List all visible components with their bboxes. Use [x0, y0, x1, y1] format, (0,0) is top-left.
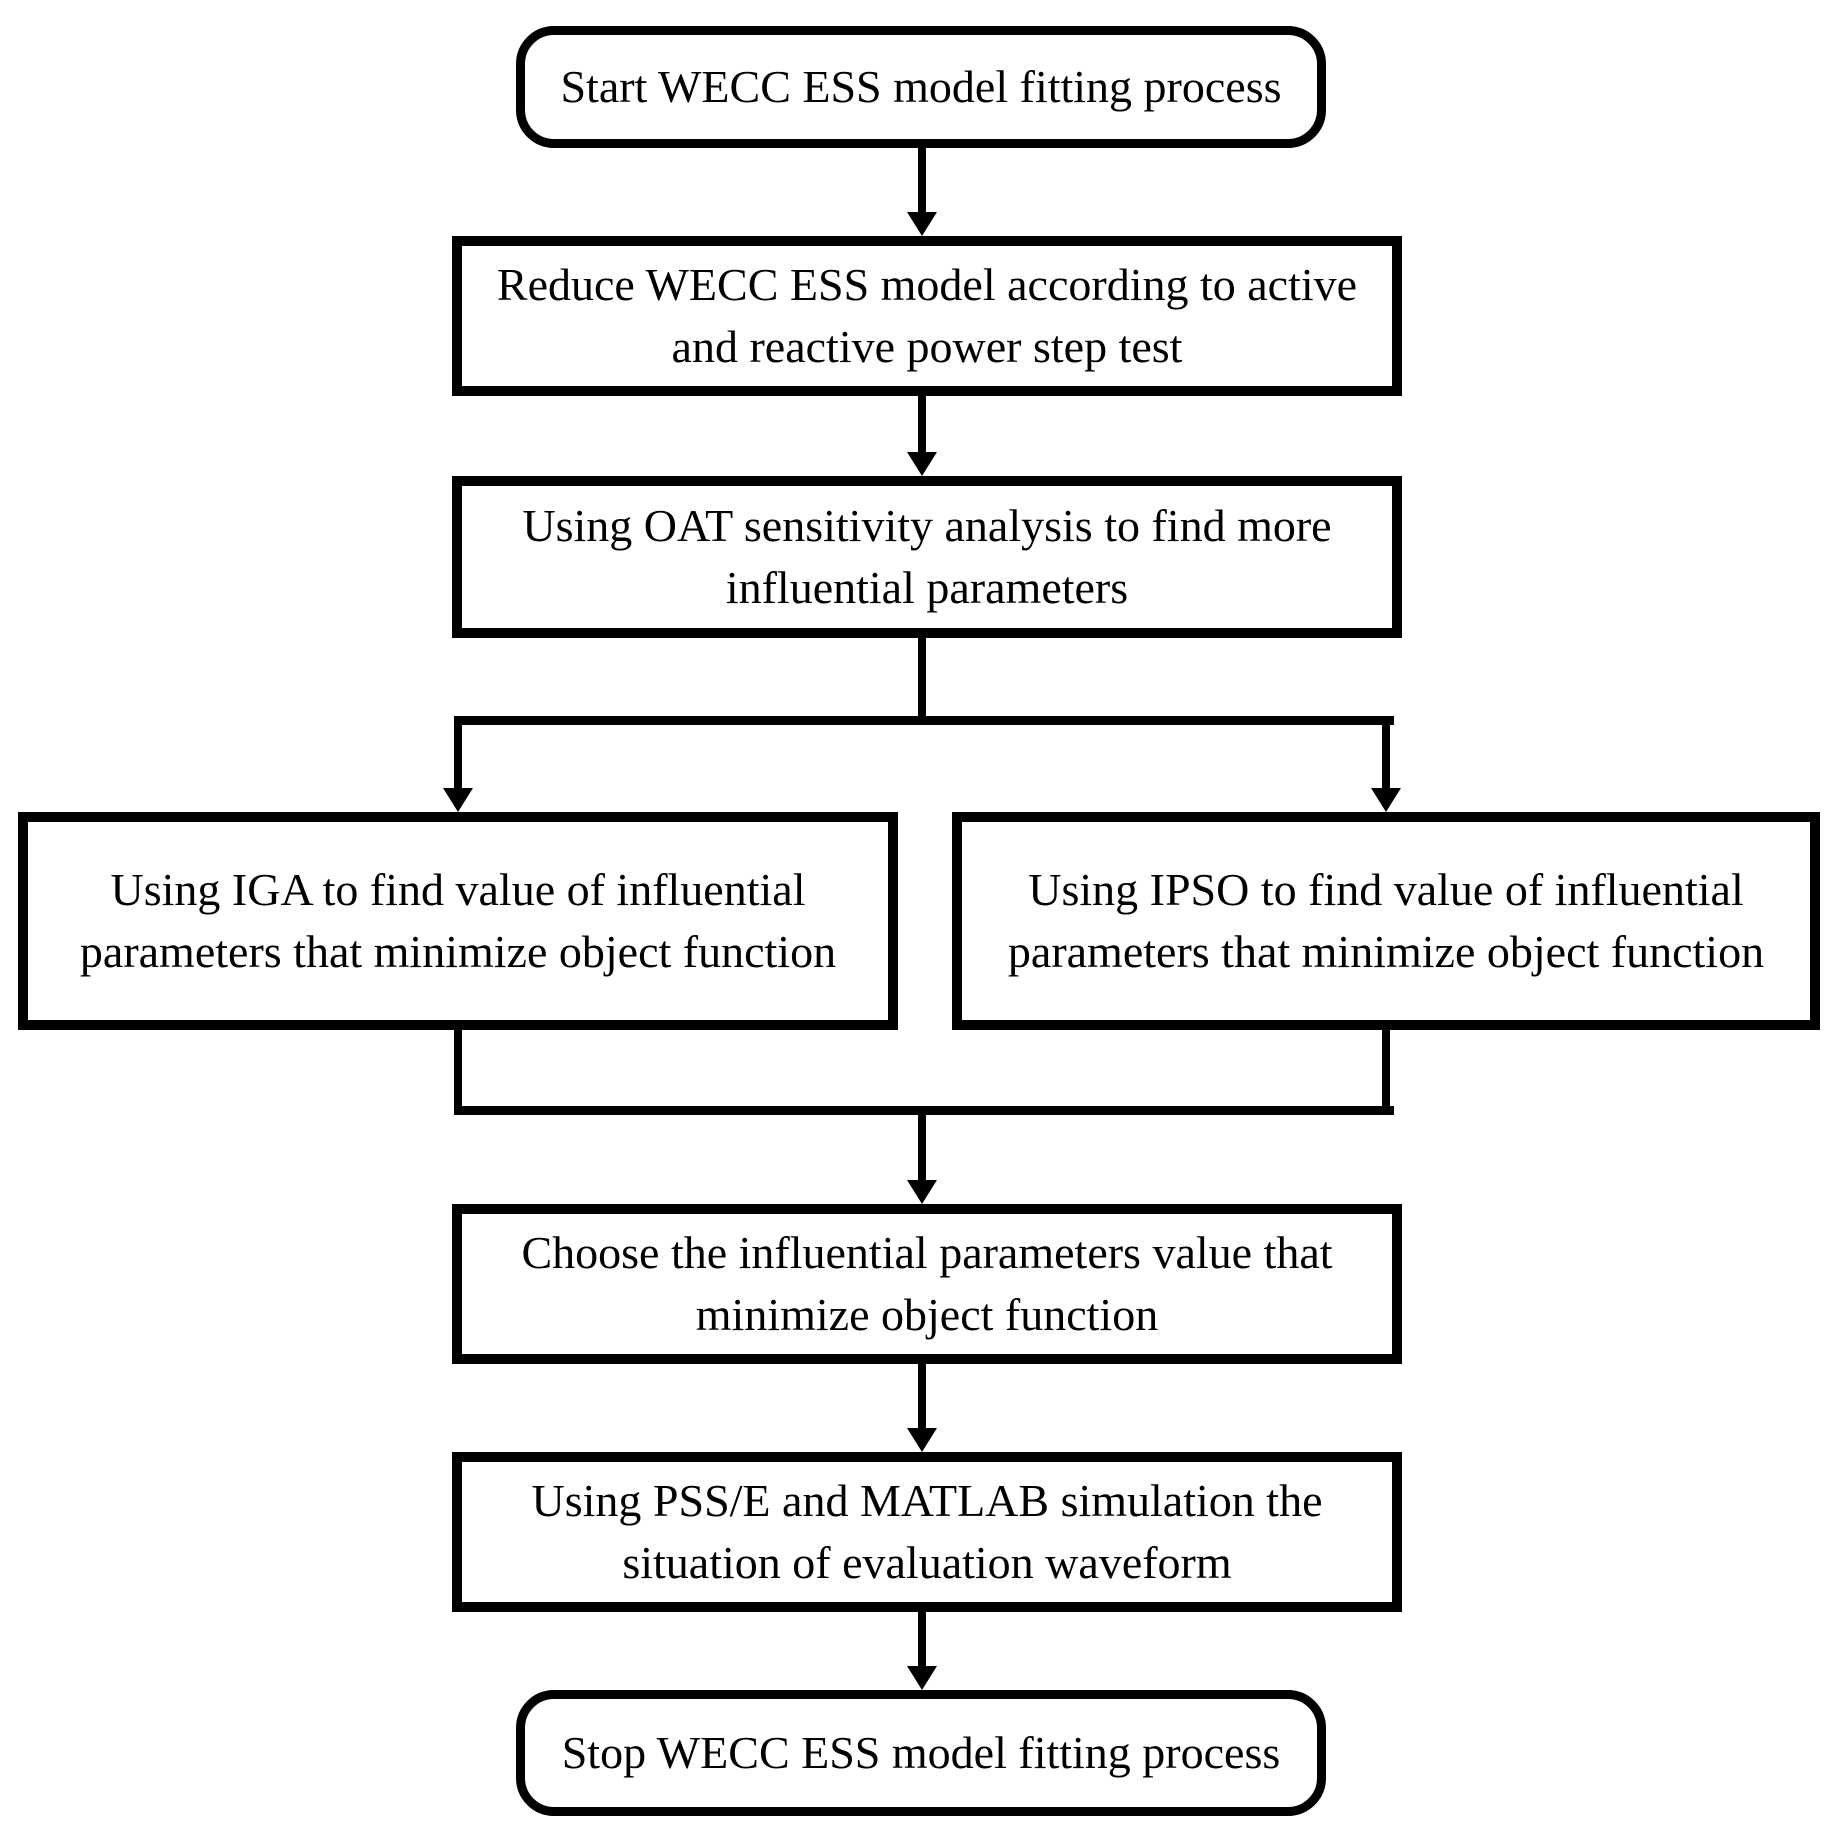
arrow-shaft: [918, 1110, 926, 1182]
arrow-split-to-iga: [443, 720, 473, 812]
arrow-choose-to-simulate: [907, 1364, 937, 1452]
node-ipso-label-line2: parameters that minimize object function: [1007, 926, 1765, 977]
node-stop: Stop WECC ESS model fitting process: [516, 1690, 1326, 1816]
node-reduce-model-label-line1: Reduce WECC ESS model according to activ…: [496, 259, 1358, 310]
node-reduce-model: Reduce WECC ESS model according to activ…: [452, 236, 1402, 396]
arrow-simulate-to-stop: [907, 1612, 937, 1690]
node-choose-parameters: Choose the influential parameters value …: [452, 1204, 1402, 1364]
node-oat-sensitivity: Using OAT sensitivity analysis to find m…: [452, 476, 1402, 638]
merge-left-line: [454, 1028, 462, 1114]
node-iga: Using IGA to find value of influential p…: [18, 812, 898, 1030]
arrow-down-icon: [907, 1180, 937, 1204]
arrow-split-to-ipso: [1371, 720, 1401, 812]
node-choose-parameters-label-line2: minimize object function: [695, 1289, 1159, 1340]
node-simulate-waveform-label-line1: Using PSS/E and MATLAB simulation the: [531, 1475, 1323, 1526]
arrow-shaft: [1382, 720, 1390, 790]
split-stem-line: [918, 636, 926, 724]
arrow-down-icon: [443, 788, 473, 812]
arrow-down-icon: [907, 1666, 937, 1690]
arrow-down-icon: [907, 452, 937, 476]
node-simulate-waveform-label-line2: situation of evaluation waveform: [622, 1537, 1232, 1588]
arrow-down-icon: [907, 1428, 937, 1452]
merge-right-line: [1382, 1028, 1390, 1114]
split-horizontal-line: [454, 716, 1394, 725]
node-stop-label: Stop WECC ESS model fitting process: [561, 1727, 1281, 1778]
arrow-shaft: [918, 146, 926, 214]
arrow-shaft: [918, 1364, 926, 1430]
node-reduce-model-label-line2: and reactive power step test: [671, 321, 1183, 372]
arrow-down-icon: [907, 212, 937, 236]
arrow-start-to-reduce: [907, 146, 937, 236]
node-simulate-waveform: Using PSS/E and MATLAB simulation the si…: [452, 1452, 1402, 1612]
node-ipso: Using IPSO to find value of influential …: [952, 812, 1820, 1030]
arrow-shaft: [918, 396, 926, 454]
node-iga-label-line2: parameters that minimize object function: [79, 926, 837, 977]
arrow-shaft: [454, 720, 462, 790]
arrow-shaft: [918, 1612, 926, 1668]
node-iga-label-line1: Using IGA to find value of influential: [110, 864, 806, 915]
arrow-reduce-to-oat: [907, 396, 937, 476]
node-start: Start WECC ESS model fitting process: [516, 26, 1326, 148]
node-start-label: Start WECC ESS model fitting process: [560, 61, 1282, 112]
arrow-merge-to-choose: [907, 1110, 937, 1204]
arrow-down-icon: [1371, 788, 1401, 812]
node-ipso-label-line1: Using IPSO to find value of influential: [1028, 864, 1744, 915]
node-choose-parameters-label-line1: Choose the influential parameters value …: [521, 1227, 1333, 1278]
node-oat-sensitivity-label-line2: influential parameters: [725, 562, 1129, 613]
node-oat-sensitivity-label-line1: Using OAT sensitivity analysis to find m…: [522, 500, 1332, 551]
